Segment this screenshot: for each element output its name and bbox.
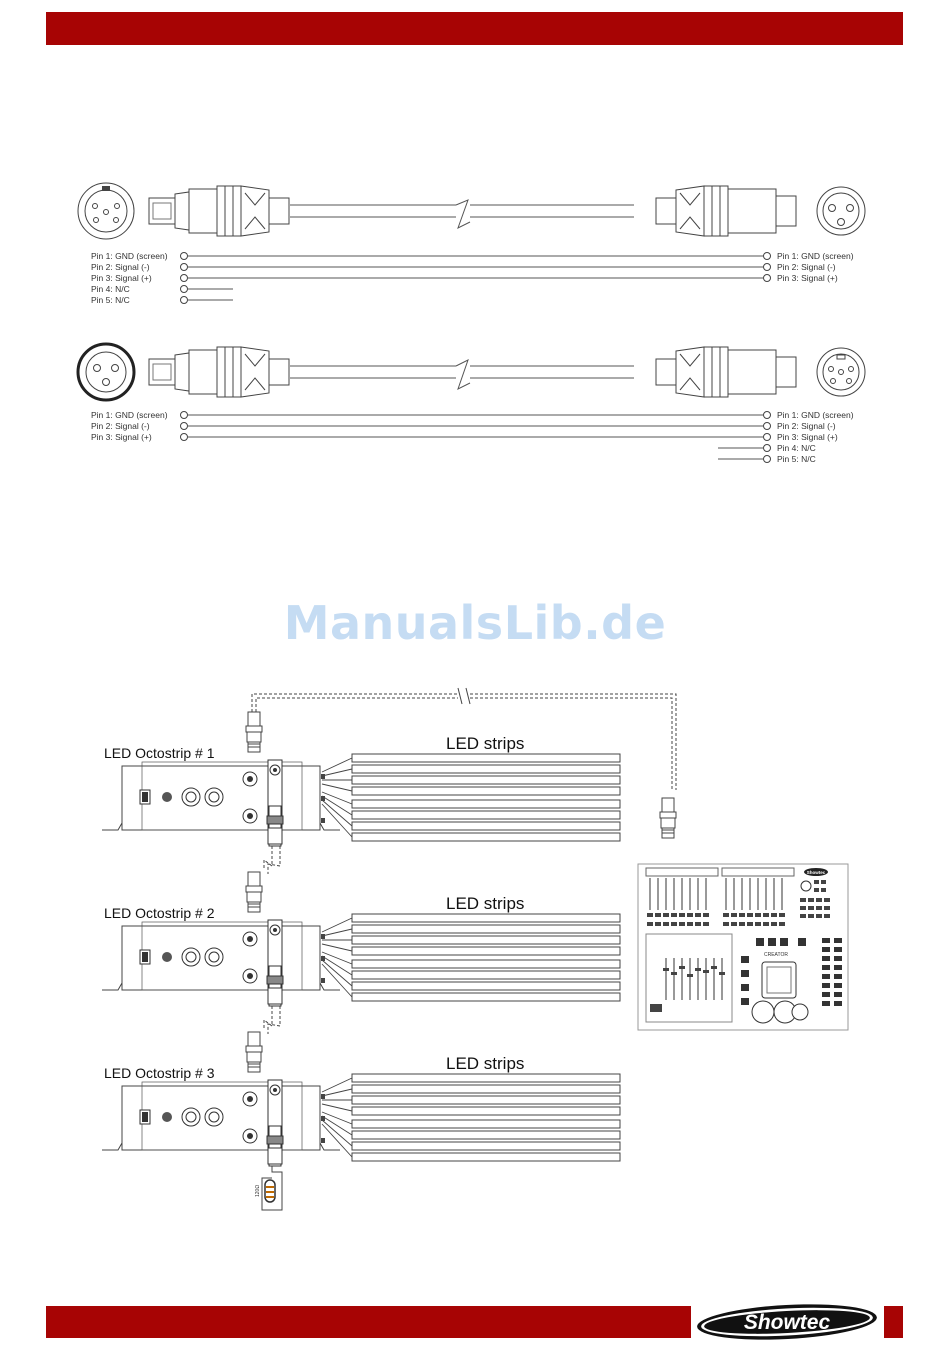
showtec-logo: Showtec [697,1304,877,1340]
key-notch [102,186,110,191]
device-3-strips-label: LED strips [446,1054,524,1073]
pin4-left-label: Pin 4: N/C [91,284,130,294]
pin3-right-label: Pin 3: Signal (+) [777,432,838,442]
footer-bar [46,1306,691,1338]
header-bar [46,12,903,45]
controller-brand: Showtec [807,870,826,875]
device-2-label: LED Octostrip # 2 [104,905,215,921]
watermark-text: ManualsLib.de [283,596,667,650]
controller-model: CREATOR [764,952,788,958]
pin5-left-label: Pin 5: N/C [91,295,130,305]
pin4-right-label: Pin 4: N/C [777,443,816,453]
pin1-left-label: Pin 1: GND (screen) [91,410,168,420]
device-1-label: LED Octostrip # 1 [104,745,215,761]
logo-text: Showtec [744,1311,831,1334]
cable-5to3-diagram: Pin 1: GND (screen) Pin 2: Signal (-) Pi… [77,182,866,305]
terminator-label: 120Ω [255,1185,261,1197]
pin5-right-label: Pin 5: N/C [777,454,816,464]
pin2-right-label: Pin 2: Signal (-) [777,421,836,431]
pin1-right-label: Pin 1: GND (screen) [777,251,854,261]
terminator-plug: 120Ω [255,1166,283,1211]
pin2-left-label: Pin 2: Signal (-) [91,421,150,431]
cable-3to5-diagram: Pin 1: GND (screen) Pin 2: Signal (-) Pi… [76,342,866,464]
footer-bar-end [884,1306,903,1338]
pin1-right-label: Pin 1: GND (screen) [777,410,854,420]
pin3-right-label: Pin 3: Signal (+) [777,273,838,283]
device-3-label: LED Octostrip # 3 [104,1065,215,1081]
dmx-chain-diagram: LED Octostrip # 1 LED strips LED Octostr… [101,687,849,1211]
device-1-strips-label: LED strips [446,734,524,753]
pin3-left-label: Pin 3: Signal (+) [91,273,152,283]
pin2-left-label: Pin 2: Signal (-) [91,262,150,272]
pin2-right-label: Pin 2: Signal (-) [777,262,836,272]
pin3-left-label: Pin 3: Signal (+) [91,432,152,442]
dmx-controller-console: Showtec [637,863,849,1031]
device-2-strips-label: LED strips [446,894,524,913]
pin1-left-label: Pin 1: GND (screen) [91,251,168,261]
